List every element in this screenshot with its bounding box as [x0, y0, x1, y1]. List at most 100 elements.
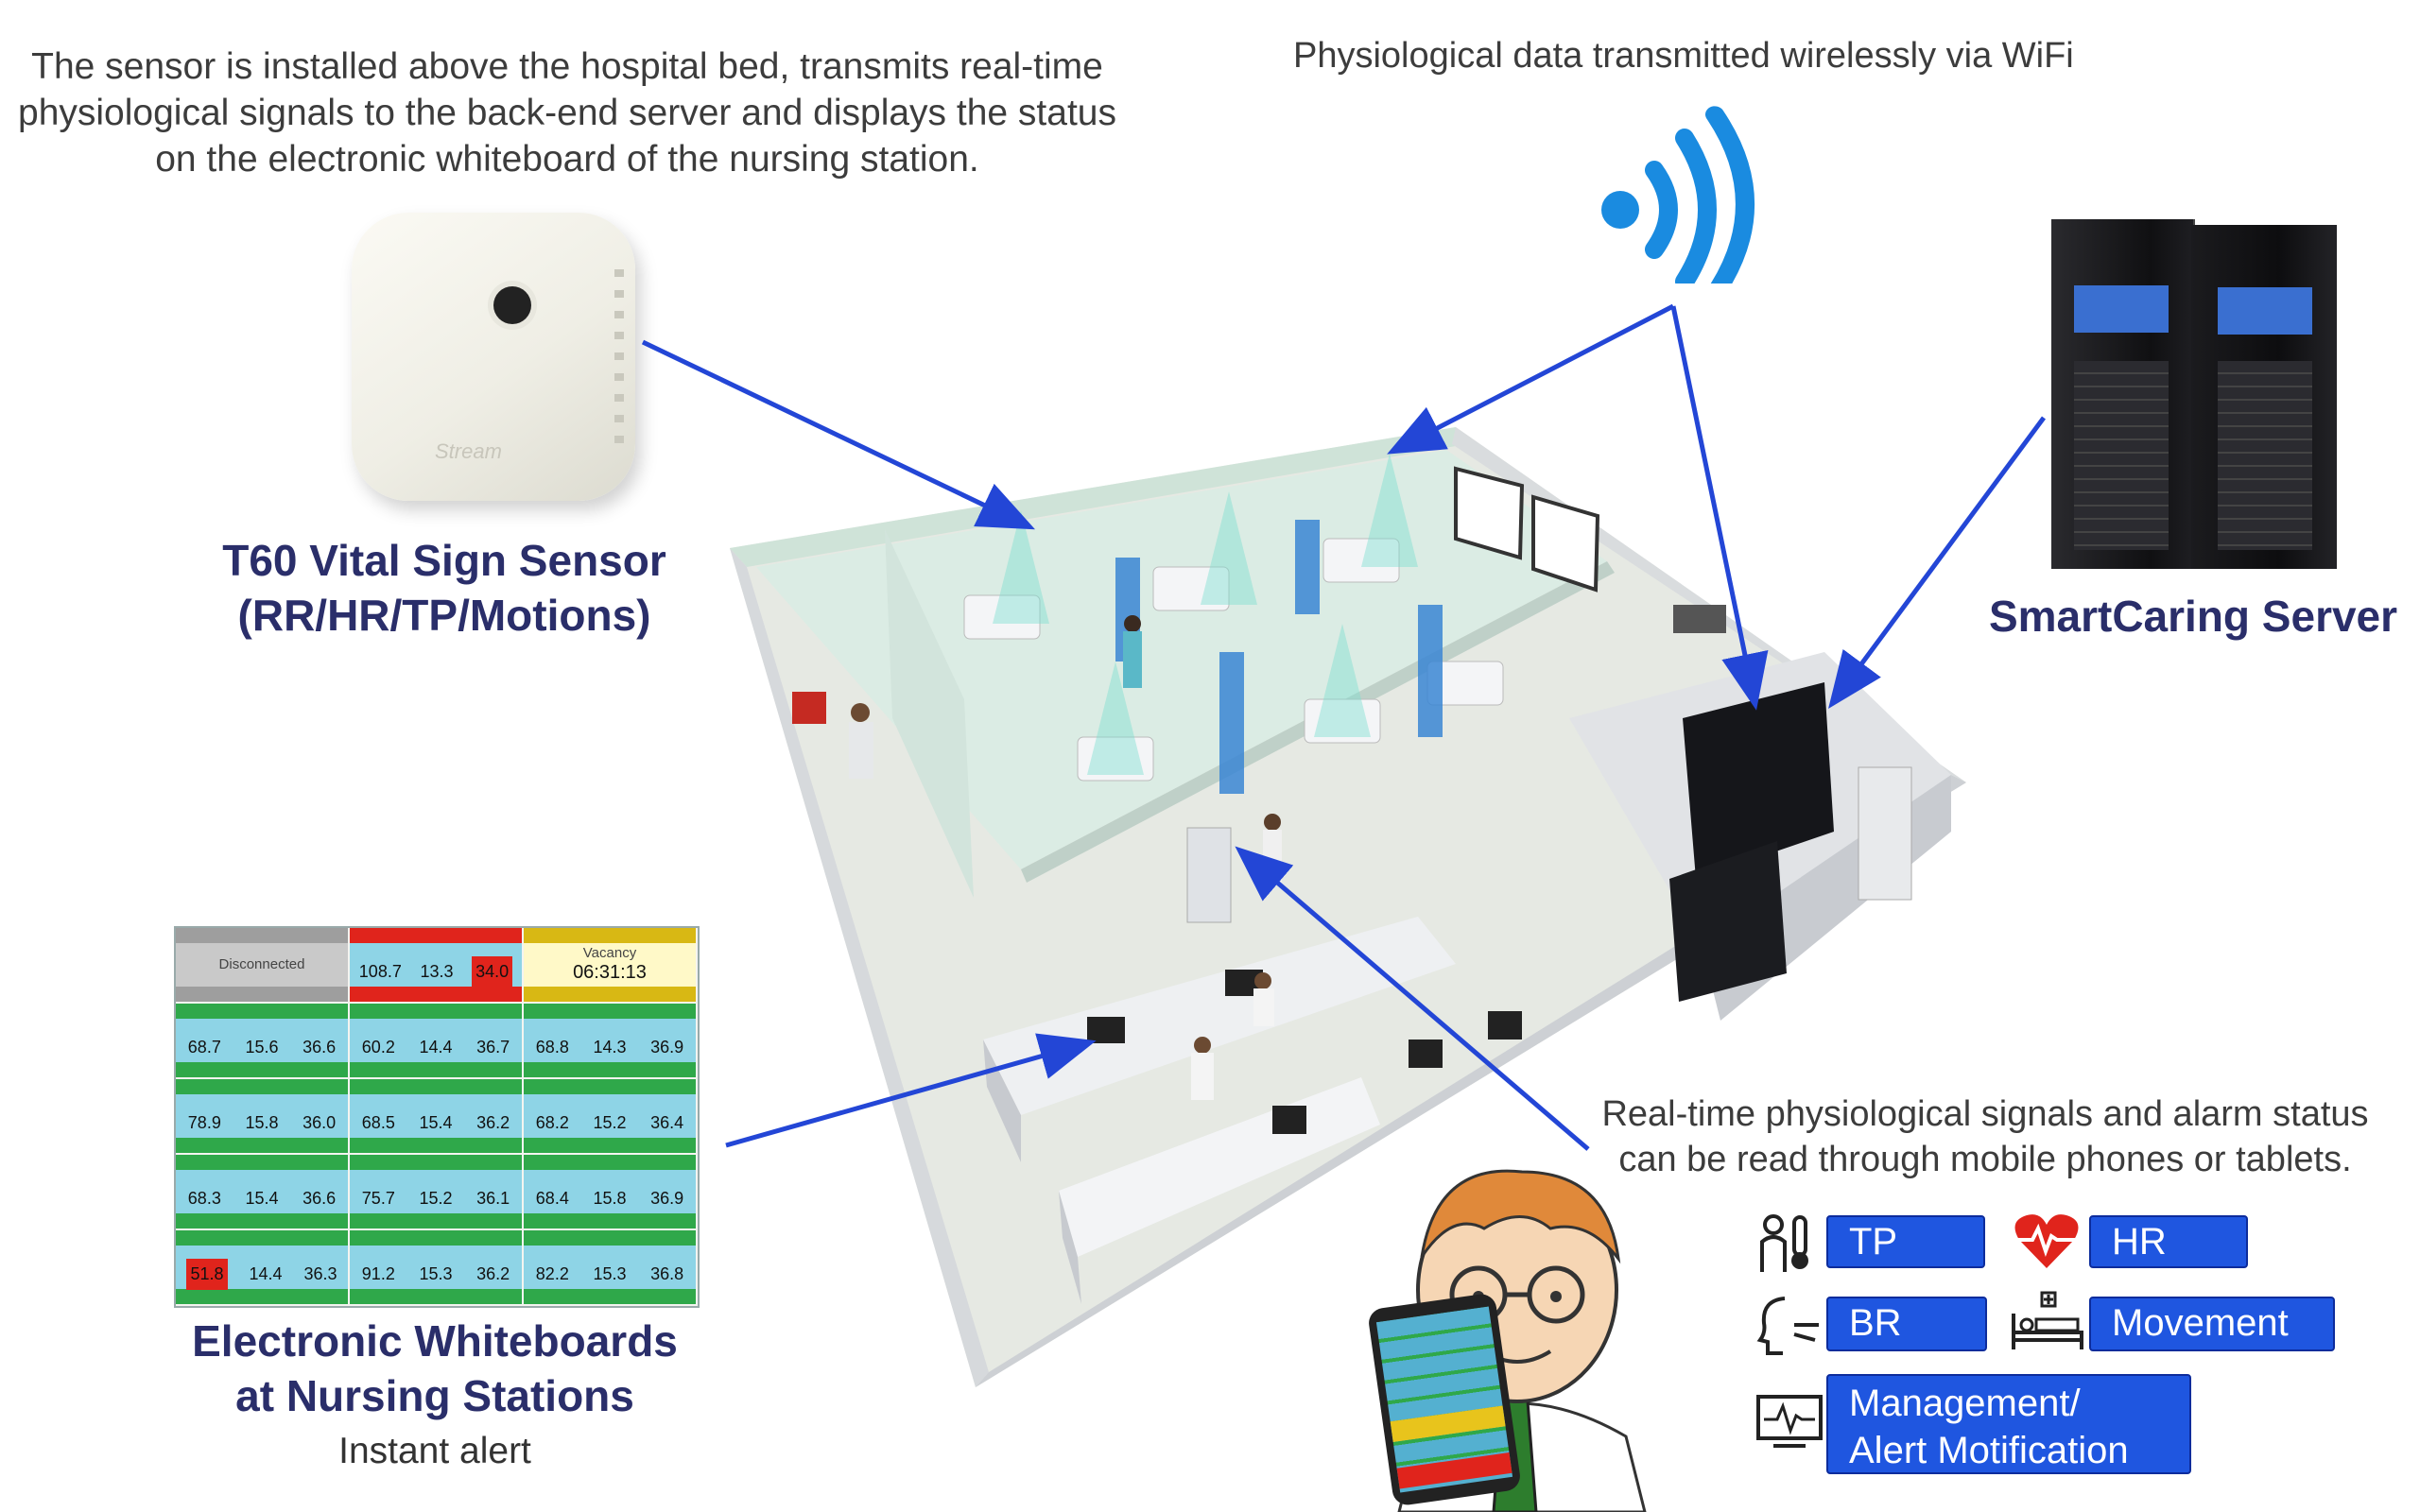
whiteboard-cell-values: 75.7 15.2 36.1	[350, 1189, 522, 1209]
whiteboard-cell-value: 34.0	[472, 956, 513, 988]
whiteboard-cell-value: 15.2	[419, 1189, 453, 1208]
whiteboard-cell-value: 78.9	[187, 1113, 221, 1132]
mobile-phone	[1367, 1292, 1522, 1507]
whiteboard-cell-value: 36.7	[476, 1038, 510, 1057]
arrow-wifi-to-server-room	[1670, 305, 1769, 711]
whiteboard-cell: 51.8 14.4 36.3	[176, 1230, 348, 1304]
server-rack	[2051, 219, 2337, 569]
whiteboard-cell-value: 91.2	[361, 1264, 395, 1283]
whiteboard-cell-value: 68.7	[187, 1038, 221, 1057]
sensor-vents	[614, 269, 624, 449]
sensor-description: The sensor is installed above the hospit…	[18, 46, 1116, 180]
whiteboard-cell-value: 14.3	[593, 1038, 627, 1057]
whiteboard-cell-header	[176, 1155, 348, 1170]
whiteboard-cell-header	[350, 1155, 522, 1170]
whiteboard-cell-value: 36.4	[650, 1113, 684, 1132]
arrow-wifi-to-room	[1387, 303, 1675, 455]
whiteboard-cell-header	[350, 928, 522, 943]
whiteboard-cell-footer	[524, 1062, 696, 1077]
whiteboard-cell-value: 15.8	[245, 1113, 279, 1132]
whiteboard-cell-footer	[176, 1213, 348, 1228]
whiteboard-cell-footer	[350, 1138, 522, 1153]
whiteboard-cell-header	[176, 1079, 348, 1094]
thermometer-person-icon	[1760, 1214, 1808, 1272]
whiteboard-cell-value: 36.2	[476, 1264, 510, 1283]
whiteboard-cell-value: 15.3	[419, 1264, 453, 1283]
monitor-alert-icon	[1756, 1395, 1823, 1448]
whiteboard-cell-value: 15.4	[245, 1189, 279, 1208]
whiteboard-cell-values: 68.3 15.4 36.6	[176, 1189, 348, 1209]
movement-badge: Movement	[2089, 1297, 2335, 1351]
server-title: SmartCaring Server	[1988, 592, 2398, 641]
whiteboard-cell-footer	[176, 987, 348, 1002]
wifi-caption: Physiological data transmitted wirelessl…	[1293, 36, 2074, 76]
arrow-doctor-to-cart	[1235, 846, 1590, 1151]
whiteboard-cell-value: 68.3	[187, 1189, 221, 1208]
whiteboard-cell-label: Vacancy	[582, 945, 637, 961]
whiteboard-cell-value: 82.2	[535, 1264, 569, 1283]
whiteboard-cell-footer	[350, 1289, 522, 1304]
whiteboard-cell-header	[350, 1230, 522, 1246]
whiteboard-cell-value: 36.6	[302, 1038, 337, 1057]
whiteboard-cell-header	[524, 1079, 696, 1094]
sensor-title: T60 Vital Sign Sensor (RR/HR/TP/Motions)	[222, 536, 666, 640]
whiteboard-cell-value: 36.6	[302, 1189, 337, 1208]
whiteboard-cell: 91.2 15.3 36.2	[350, 1230, 522, 1304]
arrow-server-to-rack	[1828, 416, 2047, 710]
whiteboard-cell-value: 75.7	[361, 1189, 395, 1208]
whiteboard-cell-value: 36.3	[303, 1264, 337, 1283]
whiteboard-cell-value: 36.9	[650, 1189, 684, 1208]
whiteboard-cell-value: 68.5	[361, 1113, 395, 1132]
whiteboard-cell-value: 14.4	[249, 1264, 283, 1283]
whiteboard-title: Electronic Whiteboards at Nursing Statio…	[192, 1316, 678, 1420]
wifi-icon	[1601, 106, 1754, 284]
whiteboard-cell-value: 108.7	[358, 962, 402, 981]
br-badge: BR	[1826, 1297, 1987, 1351]
t60-sensor-device: Stream	[352, 213, 635, 501]
whiteboard-cell-footer	[176, 1289, 348, 1304]
whiteboard-cell-value: 68.8	[535, 1038, 569, 1057]
whiteboard-cell-header	[176, 928, 348, 943]
whiteboard-cell-footer	[524, 987, 696, 1002]
whiteboard-cell-footer	[176, 1062, 348, 1077]
whiteboard-cell-header	[524, 1230, 696, 1246]
whiteboard-cell-values: 51.8 14.4 36.3	[176, 1259, 348, 1290]
sensor-logo: Stream	[435, 439, 502, 463]
arrow-whiteboard-to-desk	[725, 1033, 1097, 1148]
whiteboard-cell-footer	[524, 1138, 696, 1153]
whiteboard-cell-value: 68.2	[535, 1113, 569, 1132]
hr-badge: HR	[2089, 1215, 2248, 1268]
whiteboard-cell: 75.7 15.2 36.1	[350, 1155, 522, 1228]
whiteboard-cell-value: 15.4	[419, 1113, 453, 1132]
mobile-description: Real-time physiological signals and alar…	[1601, 1094, 2369, 1179]
whiteboard-cell-value: 14.4	[419, 1038, 453, 1057]
whiteboard-cell-value: 36.1	[476, 1189, 510, 1208]
whiteboard-subtitle: Instant alert	[338, 1431, 531, 1471]
whiteboard-cell-header	[524, 1004, 696, 1019]
whiteboard-cell-value: 15.8	[593, 1189, 627, 1208]
whiteboard-cell-value: 15.3	[593, 1264, 627, 1283]
whiteboard-cell-label: Disconnected	[218, 956, 305, 972]
whiteboard-cell-value: 51.8	[186, 1259, 228, 1290]
whiteboard-cell-footer	[350, 987, 522, 1002]
whiteboard-cell-header	[176, 1004, 348, 1019]
